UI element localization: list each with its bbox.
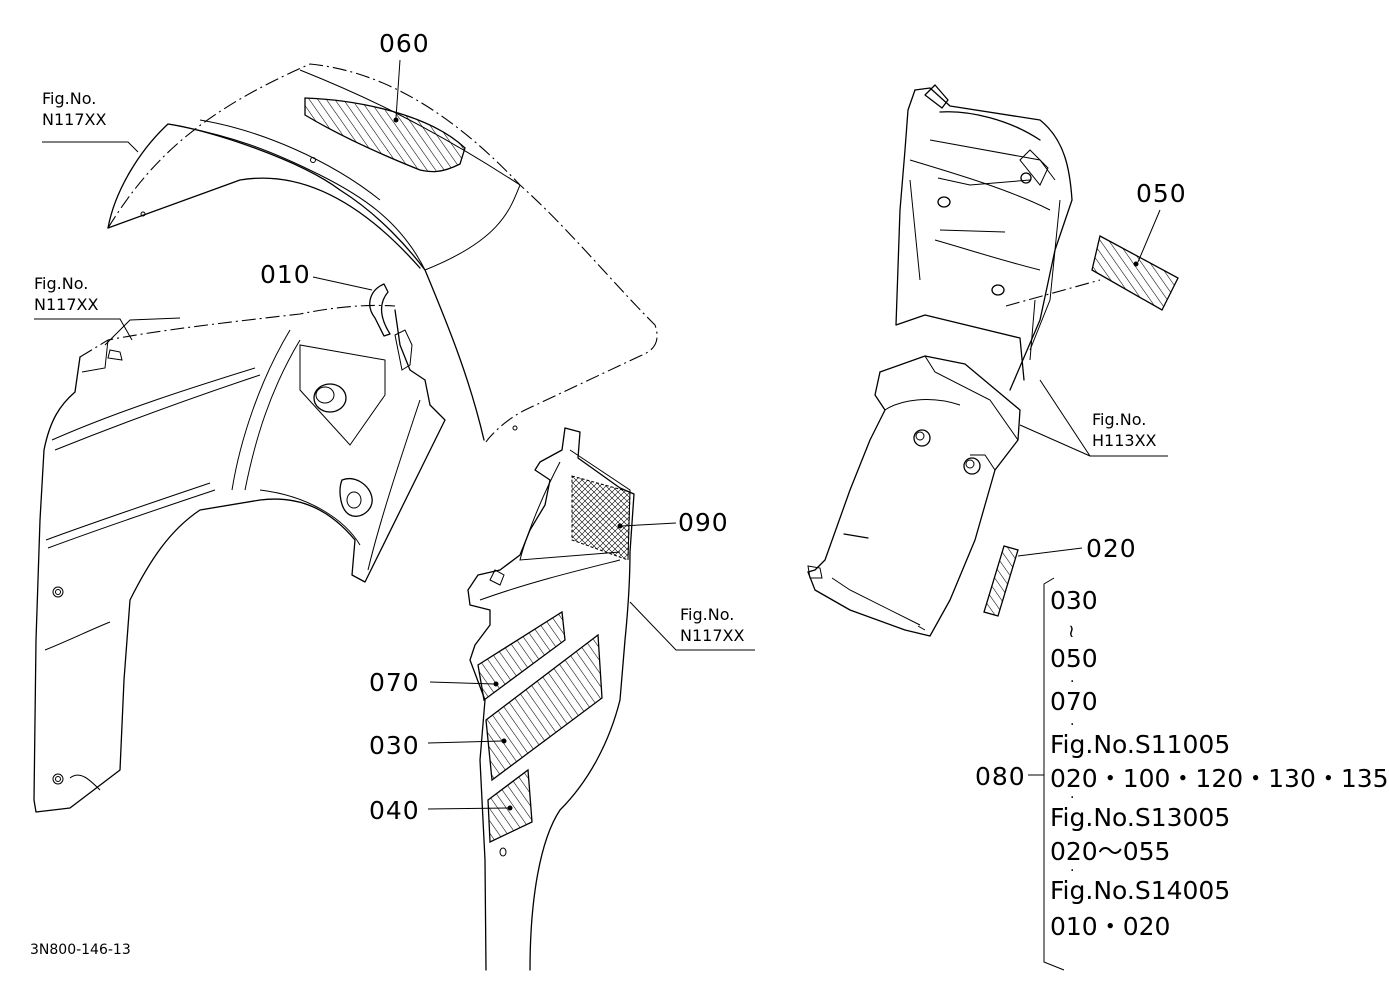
legend-separator: · [1070,717,1075,733]
leader-lines [34,59,1168,971]
right-upper-cover [895,84,1101,391]
fig-ref-line: Fig.No. [680,605,735,624]
legend-separator: · [1070,790,1075,806]
fig-ref-center: Fig.No. N117XX [680,604,744,646]
callout-060: 060 [379,29,430,58]
fig-ref-line: Fig.No. [42,89,97,108]
decal-060 [304,97,466,173]
fig-ref-mid-left: Fig.No. N117XX [34,273,98,315]
legend-line: 020・100・120・130・135 [1050,764,1389,793]
callout-080: 080 [975,762,1026,791]
callout-090: 090 [678,508,729,537]
decal-070 [477,610,566,702]
decal-030 [485,633,603,782]
fig-ref-number: N117XX [42,110,107,129]
legend-separator: ≀ [1068,621,1075,642]
legend-line: 020～055 [1050,837,1171,866]
fig-ref-top-left: Fig.No. N117XX [42,88,106,130]
upper-fender [107,63,658,443]
callout-020: 020 [1086,534,1137,563]
legend-080: 030 ≀ 050 · 070 · Fig.No.S11005 020・100・… [1050,588,1389,943]
decal-050 [1091,235,1179,311]
callout-030: 030 [369,731,420,760]
fig-ref-number: N117XX [34,295,99,314]
callout-010: 010 [260,260,311,289]
center-step-panel [467,427,635,971]
legend-line: Fig.No.S13005 [1050,803,1231,832]
legend-line: 030 [1050,586,1098,615]
legend-line: 070 [1050,687,1098,716]
drawing-reference-number: 3N800-146-13 [30,942,131,958]
decal-010 [369,283,391,337]
legend-line: Fig.No.S11005 [1050,730,1231,759]
left-fender-panel [33,304,446,813]
decal-020 [983,545,1019,617]
legend-line: 050 [1050,644,1098,673]
callout-070: 070 [369,668,420,697]
legend-line: 010・020 [1050,912,1171,941]
legend-separator: · [1070,674,1075,690]
fig-ref-number: N117XX [680,626,745,645]
fig-ref-number: H113XX [1092,431,1157,450]
fig-ref-line: Fig.No. [34,274,89,293]
right-lower-cover [807,355,1021,637]
decal-090 [571,475,631,561]
callout-040: 040 [369,796,420,825]
fig-ref-right: Fig.No. H113XX [1092,409,1157,451]
legend-separator: · [1070,863,1075,879]
fig-ref-line: Fig.No. [1092,410,1147,429]
callout-050: 050 [1136,179,1187,208]
legend-line: Fig.No.S14005 [1050,876,1231,905]
